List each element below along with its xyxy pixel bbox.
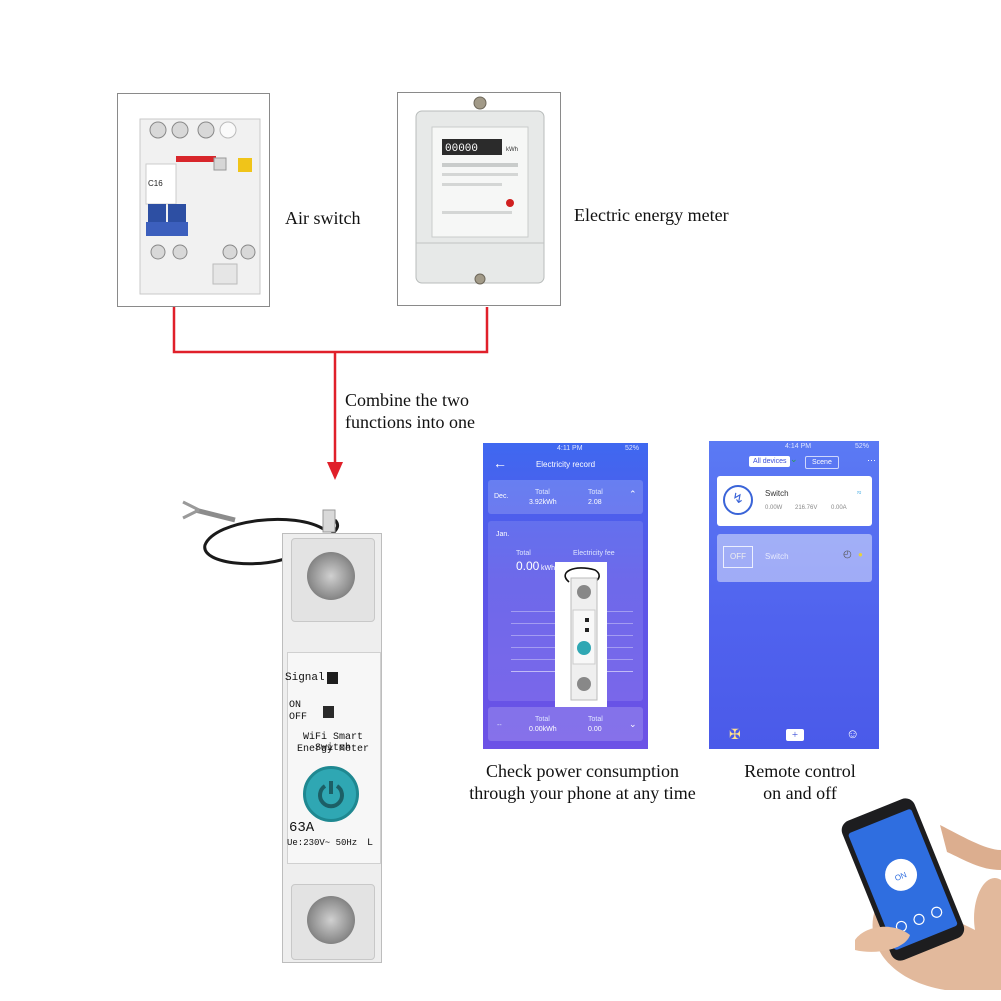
check-line-1: Check power consumption: [486, 761, 679, 781]
off-button[interactable]: OFF: [723, 546, 753, 568]
rating-label: 63A: [289, 820, 315, 836]
power-button[interactable]: [303, 766, 359, 822]
air-switch-frame: C16: [117, 93, 270, 307]
energy-meter-label: Electric energy meter: [574, 205, 729, 225]
power-icon: [318, 781, 344, 809]
dec-fee-value: 2.08: [588, 499, 602, 506]
combine-line-1: Combine the two: [345, 390, 469, 410]
device-wire: [182, 500, 339, 566]
switch2-name: Switch: [765, 552, 789, 561]
more-icon[interactable]: ⋯: [867, 455, 876, 465]
switch-name: Switch: [765, 489, 789, 498]
remote-line-2: on and off: [763, 783, 837, 803]
dec-label: Dec.: [494, 493, 509, 500]
energy-meter-image: 00000 kWh: [415, 96, 545, 285]
smart-switch-device: Signal ON OFF WiFi Smart Switch Energy M…: [282, 533, 382, 963]
status-time: 4:11 PM: [557, 445, 583, 452]
nav-home-icon[interactable]: ✠: [729, 728, 741, 743]
voltage-value: 216.76V: [795, 505, 818, 511]
device-title-1: WiFi Smart Switch: [302, 732, 363, 754]
signal-label: Signal: [285, 672, 325, 684]
top-screw-icon: [307, 552, 355, 600]
pole-label: L: [367, 838, 374, 849]
devices-screen: 4:14 PM 52% All devices ⌄ Scene ⋯ ↯ Swit…: [709, 441, 879, 749]
current-value: 0.00A: [831, 505, 847, 511]
breaker-model-text: C16: [148, 179, 163, 188]
dec-total-label: Total: [535, 489, 550, 496]
check-line-2: through your phone at any time: [469, 783, 696, 803]
tab-scene[interactable]: Scene: [805, 456, 839, 469]
device-overlay-image: [555, 562, 607, 707]
big-value: 0.00: [516, 559, 540, 573]
bottom-screw-icon: [307, 896, 355, 944]
jan-label: Jan.: [496, 531, 510, 538]
bottom-total-label: Total: [535, 716, 550, 723]
bolt-icon: ↯: [723, 485, 753, 515]
spec-label: Ue:230V~ 50Hz: [287, 838, 358, 848]
combine-caption: Combine the two functions into one: [345, 389, 475, 433]
back-arrow-icon[interactable]: ←: [493, 457, 507, 472]
chevron-down-icon[interactable]: ⌄: [629, 719, 637, 729]
signal-led: [327, 672, 338, 684]
jan-summary-row[interactable]: [488, 707, 643, 741]
screen-title: Electricity record: [535, 460, 596, 469]
check-caption: Check power consumption through your pho…: [440, 760, 725, 804]
device-title-2: Energy Meter: [296, 744, 369, 755]
nav-profile-icon[interactable]: ☺: [846, 726, 860, 741]
hand-phone-on-button: ON: [893, 870, 908, 883]
manual-toggle[interactable]: [323, 706, 334, 718]
status-battery: 52%: [625, 445, 640, 452]
big-unit: kWh: [541, 565, 555, 572]
arrow-down-icon: [327, 462, 343, 480]
nav-add-icon[interactable]: +: [786, 729, 804, 741]
dec-fee-label: Total: [588, 489, 603, 496]
air-switch-image: C16: [139, 118, 261, 295]
chevron-up-icon[interactable]: ⌃: [629, 489, 637, 499]
meter-unit: kWh: [506, 147, 518, 153]
status-time: 4:14 PM: [785, 443, 812, 450]
tab-all-devices[interactable]: All devices: [749, 456, 791, 467]
air-switch-label: Air switch: [285, 208, 361, 228]
status-battery: 52%: [855, 443, 870, 450]
off-label: OFF: [289, 712, 308, 723]
bottom-fee-value: 0.00: [588, 726, 602, 733]
dec-total-value: 3.92kWh: [529, 499, 557, 506]
legend-total: Total: [516, 550, 531, 557]
meter-digits: 00000: [445, 143, 478, 155]
remote-caption: Remote control on and off: [715, 760, 885, 804]
clock-icon: ◴: [843, 549, 852, 560]
bottom-fee-label: Total: [588, 716, 603, 723]
combine-line-2: functions into one: [345, 412, 475, 432]
tab-dropdown-icon: ⌄: [790, 454, 798, 464]
dec-row[interactable]: [488, 480, 643, 514]
on-label: ON: [289, 700, 302, 711]
remote-line-1: Remote control: [744, 761, 856, 781]
legend-fee: Electricity fee: [573, 550, 615, 557]
power-value: 0.00W: [765, 505, 783, 511]
switch-card-offline[interactable]: [717, 534, 872, 582]
bottom-total-value: 0.00kWh: [529, 726, 557, 733]
signal-icon: ●: [858, 550, 863, 559]
energy-meter-frame: 00000 kWh: [397, 92, 561, 306]
hand-phone-image: ON: [841, 798, 1001, 990]
bottom-dash: --: [497, 722, 502, 729]
wifi-icon: ≈: [857, 488, 862, 497]
